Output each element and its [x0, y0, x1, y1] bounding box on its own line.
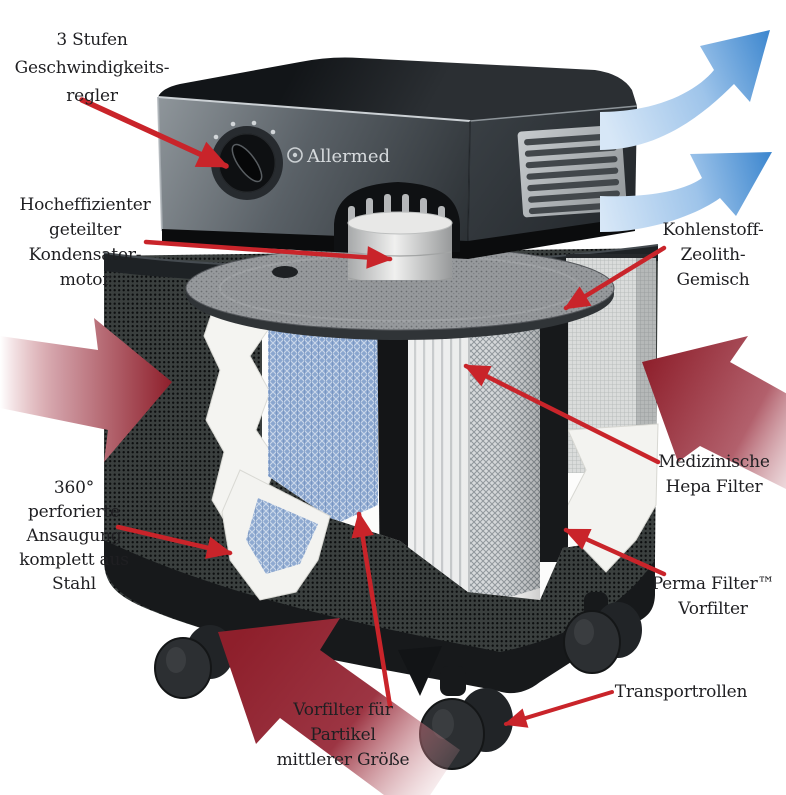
- pointer-arrow-hepa-icon: [463, 363, 661, 465]
- airflow-out-arrow-upper-icon: [600, 30, 770, 150]
- box-shadow-band: [162, 217, 635, 259]
- vent-slat: [527, 179, 620, 192]
- control-box: Allermed: [157, 57, 638, 244]
- pointer-arrow-prefilter-icon: [351, 511, 393, 709]
- cap-notch: [272, 266, 298, 278]
- label-speed-control: 3 Stufen Geschwindigkeits- regler: [14, 30, 170, 106]
- motor-shaft: [347, 211, 453, 285]
- caster-right: [563, 592, 642, 674]
- label-carbon-zeolite: Kohlenstoff- Zeolith- Gemisch: [662, 220, 764, 290]
- box-ridge-highlight: [157, 96, 471, 122]
- box-top-face: [158, 57, 637, 121]
- body-base: [104, 540, 655, 694]
- airflow-out-arrow-lower-icon: [600, 152, 772, 232]
- blue-prefilter-layer: [268, 290, 378, 540]
- pointer-arrow-carbon-zeolite-icon: [563, 245, 667, 311]
- intake-arrow-right-icon: [642, 336, 786, 489]
- vent-slat: [528, 201, 621, 215]
- drum-shading: [408, 294, 540, 600]
- knob-pointer: [231, 143, 263, 183]
- pointer-arrow-casters-icon: [503, 690, 614, 728]
- vent-slat: [524, 144, 617, 157]
- filter-drum-cap: [185, 245, 615, 340]
- label-motor: Hocheffizienter geteilter Kondensator- m…: [19, 195, 151, 290]
- drum-shadow-band: [540, 294, 568, 562]
- box-ridge-right: [469, 105, 638, 122]
- label-hepa-filter: Medizinische Hepa Filter: [658, 452, 770, 497]
- blue-prefilter-hanging: [246, 498, 318, 574]
- box-left-edge: [157, 96, 163, 232]
- exhaust-vent-grille: [517, 124, 627, 218]
- allermed-logo-dot-icon: [292, 152, 298, 158]
- body-base-corner: [398, 646, 442, 696]
- vent-slat: [525, 156, 618, 169]
- speed-knob: [204, 120, 283, 200]
- label-casters: Transportrollen: [614, 682, 748, 702]
- label-perma-filter: Perma Filter™ Vorfilter: [651, 574, 775, 619]
- pointer-arrow-intake-icon: [115, 524, 233, 559]
- box-corner-edge: [467, 120, 471, 244]
- pointer-arrow-motor-icon: [143, 239, 393, 269]
- pointer-arrow-speed-control-icon: [79, 97, 229, 169]
- vent-slat: [528, 190, 620, 203]
- label-particle-prefilter: Vorfilter für Partikel mittlerer Größe: [276, 700, 410, 770]
- brand-logo-text: Allermed: [306, 146, 390, 167]
- intake-arrow-bottom-icon: [218, 618, 460, 795]
- vent-slat: [526, 167, 619, 180]
- pointer-arrow-perma-icon: [563, 527, 667, 577]
- intake-arrow-left-icon: [0, 318, 172, 462]
- caster-front: [419, 666, 513, 770]
- allermed-logo-icon: [287, 147, 303, 163]
- allermed-logo: Allermed: [287, 146, 390, 167]
- vent-slat: [524, 133, 616, 146]
- label-steel-intake: 360° perforierte Ansaugung komplett aus …: [19, 478, 129, 594]
